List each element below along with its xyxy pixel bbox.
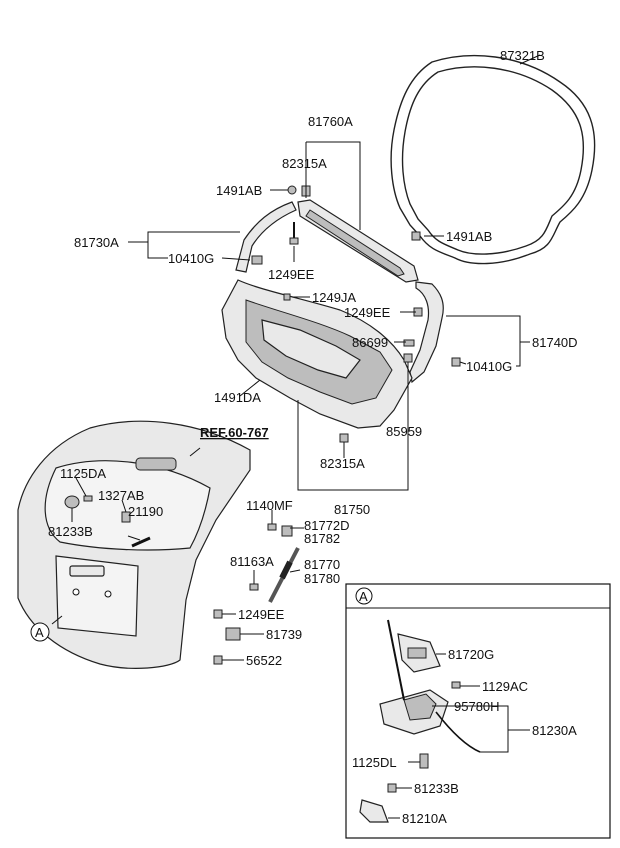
label-81730a: 81730A <box>74 235 119 250</box>
label-85959: 85959 <box>386 424 422 439</box>
label-81770: 81770 <box>304 557 340 572</box>
bumper-56522-icon <box>213 655 223 665</box>
stop-lamp <box>135 457 177 471</box>
weatherstrip-87321b <box>390 54 596 265</box>
label-1491da: 1491DA <box>214 390 261 405</box>
label-1491ab-right: 1491AB <box>446 229 492 244</box>
screw-1249ee-top-icon <box>289 237 299 245</box>
emblem <box>69 565 105 577</box>
label-86699: 86699 <box>352 335 388 350</box>
switch-hole <box>104 590 112 598</box>
label-inset-callout-a: A <box>359 589 368 604</box>
bolt-1125dl-icon <box>419 753 429 769</box>
label-81739: 81739 <box>266 627 302 642</box>
label-ref-60-767[interactable]: REF.60-767 <box>200 425 269 440</box>
label-81782: 81782 <box>304 531 340 546</box>
label-1129ac: 1129AC <box>482 679 528 694</box>
label-81230a: 81230A <box>532 723 577 738</box>
detail-inset-a <box>345 583 611 839</box>
switch-81233b-icon <box>64 495 80 509</box>
label-1249ee-top: 1249EE <box>268 267 315 282</box>
inset-callout-circle <box>355 587 373 605</box>
clip-82315a-bottom-icon <box>339 433 349 443</box>
label-1249ee-bottom: 1249EE <box>238 607 285 622</box>
side-trim-81740d <box>409 281 444 384</box>
label-87321b: 87321B <box>500 48 545 63</box>
screw-1249ee-bottom-icon <box>213 609 223 619</box>
label-1249ja: 1249JA <box>312 290 356 305</box>
inner-trim-panel-81750 <box>221 279 413 429</box>
label-81163a: 81163A <box>230 554 274 569</box>
bolt-81233b-inset-icon <box>387 783 397 793</box>
label-81760a: 81760A <box>308 114 353 129</box>
clip-10410g-right-icon <box>451 357 461 367</box>
bolt-1140mf-icon <box>267 523 277 531</box>
bolt-1129ac-icon <box>451 681 461 689</box>
bracket-81210a <box>359 799 389 823</box>
clip-1491ab-right-icon <box>411 231 421 241</box>
clip-86699-icon <box>403 339 415 347</box>
callout-a-circle <box>30 622 50 642</box>
upper-trim-81760a <box>297 199 419 283</box>
label-82315a-bottom: 82315A <box>320 456 365 471</box>
bolt-81163a-icon <box>249 583 259 591</box>
label-1491ab-left: 1491AB <box>216 183 262 198</box>
label-56522: 56522 <box>246 653 282 668</box>
upper-garnish-81730a <box>235 201 297 273</box>
label-1140mf: 1140MF <box>246 498 293 513</box>
label-1125da: 1125DA <box>60 466 106 481</box>
bracket-81739-icon <box>225 627 241 641</box>
label-95780h: 95780H <box>454 699 500 714</box>
label-81750: 81750 <box>334 502 370 517</box>
label-callout-a-main[interactable]: A <box>35 625 44 640</box>
label-81772d: 81772D <box>304 518 350 533</box>
label-81740d: 81740D <box>532 335 578 350</box>
clip-85959-icon <box>403 353 413 363</box>
gas-lift-strut <box>268 547 300 603</box>
label-10410g-left: 10410G <box>168 251 214 266</box>
label-1327ab: 1327AB <box>98 488 144 503</box>
clip-10410g-left-icon <box>251 255 263 265</box>
leader-lines <box>51 54 541 661</box>
label-82315a-top: 82315A <box>282 156 327 171</box>
lock-hole <box>72 588 80 596</box>
label-1249ee-right: 1249EE <box>344 305 391 320</box>
label-81780: 81780 <box>304 571 340 586</box>
label-1125dl: 1125DL <box>352 755 397 770</box>
label-21190: 21190 <box>128 504 163 519</box>
label-81720g: 81720G <box>448 647 494 662</box>
label-81233b-left: 81233B <box>48 524 93 539</box>
label-81233b-inset: 81233B <box>414 781 459 796</box>
screw-1125da-icon <box>83 495 93 502</box>
label-10410g-right: 10410G <box>466 359 512 374</box>
bolt-1491ab-icon <box>287 185 297 195</box>
clip-1249ja-icon <box>283 293 291 301</box>
bracket-81772d-icon <box>281 525 293 537</box>
part-labels: 87321B 81760A 82315A 1491AB 81730A 10410… <box>35 48 578 826</box>
label-81210a: 81210A <box>402 811 447 826</box>
